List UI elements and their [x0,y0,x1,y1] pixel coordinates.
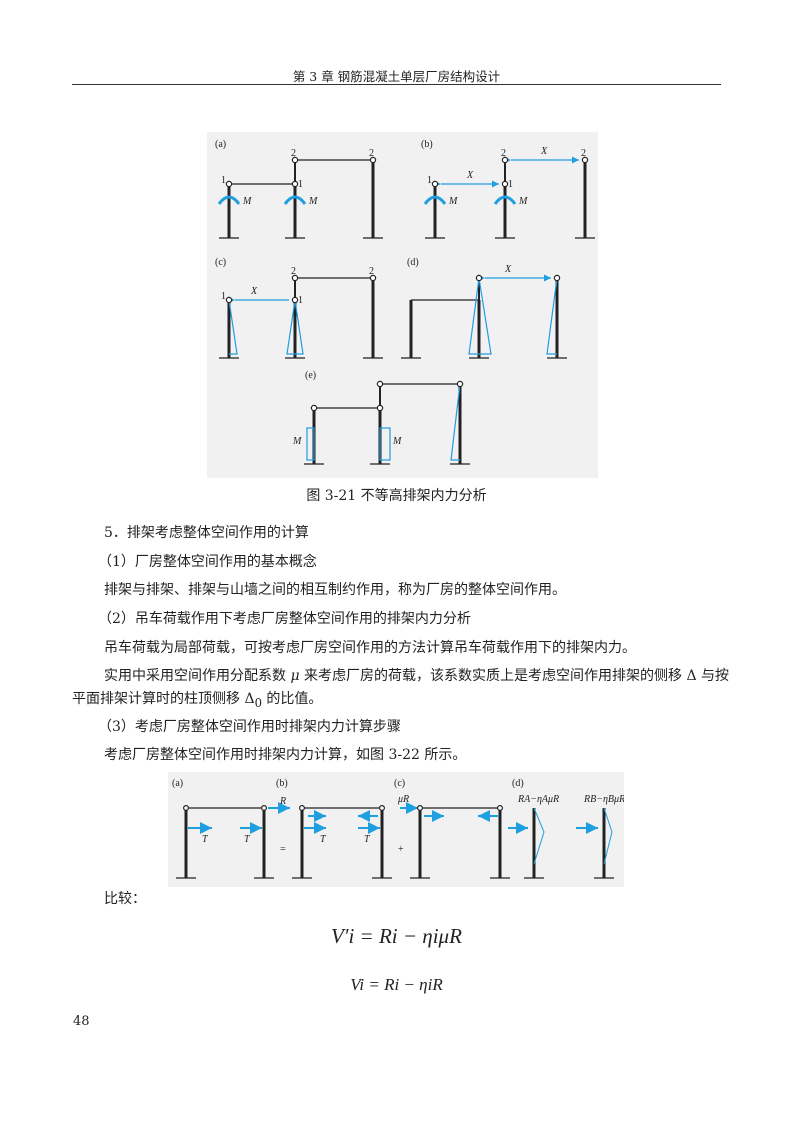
tmax-label: T [364,834,371,845]
node-label: 1 [221,291,226,302]
panel-label-d: (d) [512,778,524,789]
moment-label-m2: M [392,436,402,447]
section-heading: 5．排架考虑整体空间作用的计算 [104,525,309,541]
node-label: 1 [298,295,303,306]
figure-caption: 图 3-21 不等高排架内力分析 [306,488,487,504]
node-label: 2 [501,148,506,159]
panel-label-e: (e) [305,370,316,381]
panel-label-c: (c) [394,778,405,789]
mu-symbol: μ [290,668,300,684]
tmax-label: T [202,834,209,845]
panel-label-a: (a) [172,778,183,789]
paragraph-line: 实用中采用空间作用分配系数 μ 来考虑厂房的荷载，该系数实质上是考虑空间作用排架… [104,668,730,684]
equals-sign: = [280,844,286,855]
page-number: 48 [73,1014,90,1029]
node-label: 1 [221,175,226,186]
paragraph: 排架与排架、排架与山墙之间的相互制约作用，称为厂房的整体空间作用。 [104,582,566,598]
plus-sign: + [398,844,404,855]
paragraph: 考虑厂房整体空间作用时排架内力计算，如图 3-22 所示。 [104,747,467,763]
moment-label-m1: M [292,436,302,447]
node-label: 2 [581,148,586,159]
mur-label: μR [397,794,409,805]
running-header: 第 3 章 钢筋混凝土单层厂房结构设计 [292,69,501,84]
node-label: 1 [427,175,432,186]
moment-label-m2: M [518,196,528,207]
node-label: 2 [369,266,374,277]
ra-minus-label: RA−ηAμR [517,794,559,805]
paragraph: 吊车荷载为局部荷载，可按考虑厂房空间作用的方法计算吊车荷载作用下的排架内力。 [104,640,636,656]
force-label-x1: X [466,170,474,181]
equation-2: Vi = Ri − ηiR [350,975,443,994]
tmax-label: T [244,834,251,845]
force-label-x2: X [504,264,512,275]
node-label: 2 [291,266,296,277]
force-label-x1: X [250,286,258,297]
node-label: 1 [508,179,513,190]
equation-1: V′i = Ri − ηiμR [331,924,462,948]
panel-label-b: (b) [276,778,288,789]
figure-3-21: (a) (b) (c) (d) (e) 1 1 2 2 1 1 2 2 1 1 … [207,132,598,478]
force-label-x1: X [540,146,548,157]
panel-label-b: (b) [421,139,433,150]
tmax-label: T [320,834,327,845]
panel-label-a: (a) [215,139,226,150]
paragraph-line: 平面排架计算时的柱顶侧移 Δ0 的比值。 [72,691,323,710]
r-label: R [279,796,286,807]
node-label: 2 [291,148,296,159]
figure-3-22: (a) (b) (c) (d) T T T T = + R μR RA−ηAμR… [168,772,625,887]
node-label: 1 [298,179,303,190]
rb-minus-label: RB−ηBμR [583,794,624,805]
panel-label-d: (d) [407,257,419,268]
moment-label-m2: M [308,196,318,207]
moment-label-m1: M [448,196,458,207]
panel-label-c: (c) [215,257,226,268]
subsection-heading: （3）考虑厂房整体空间作用时排架内力计算步骤 [98,719,401,735]
subsection-heading: （1）厂房整体空间作用的基本概念 [98,554,317,570]
moment-label-m1: M [242,196,252,207]
subsection-heading: （2）吊车荷载作用下考虑厂房整体空间作用的排架内力分析 [98,611,471,627]
header-rule [72,84,721,85]
compare-label: 比较： [104,891,146,907]
node-label: 2 [369,148,374,159]
